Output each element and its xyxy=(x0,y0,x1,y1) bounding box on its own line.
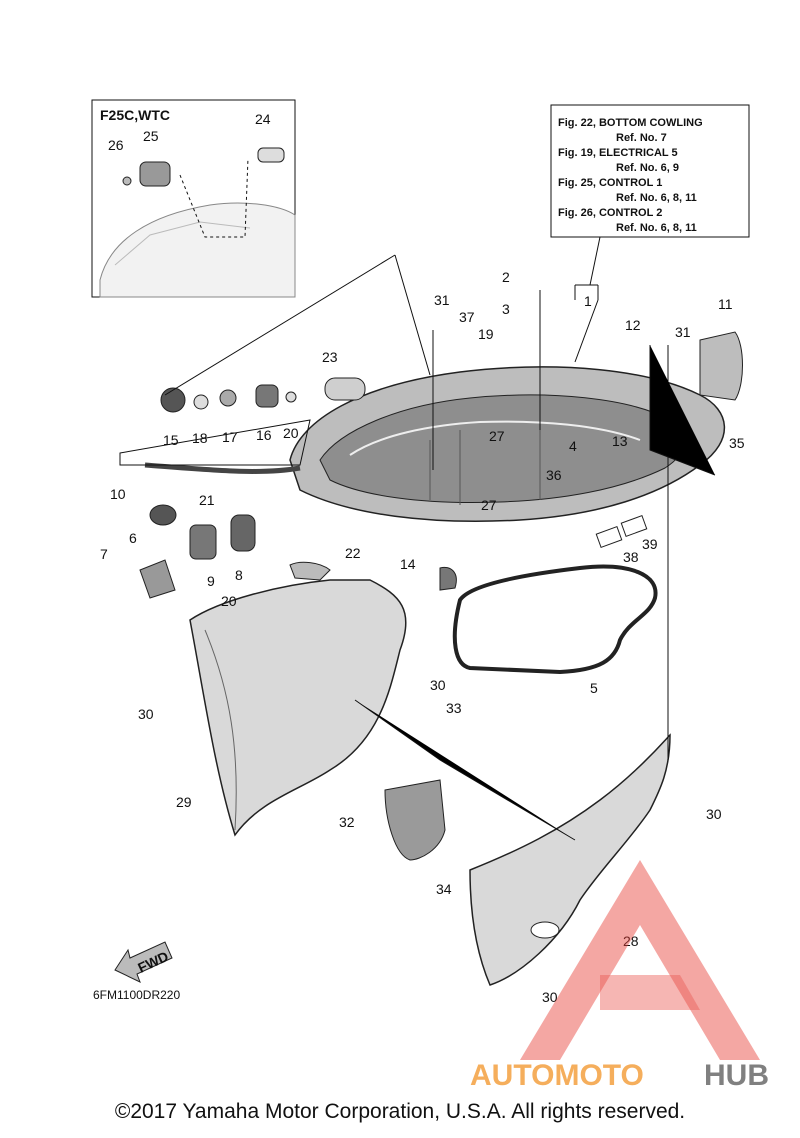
callout-2: 2 xyxy=(502,269,510,285)
grommet-part-24 xyxy=(257,147,285,163)
watermark-part-2: HUB xyxy=(704,1059,769,1092)
automotohub-logo: AUTOMOTO HUB xyxy=(470,860,769,1092)
callout-12: 12 xyxy=(625,317,641,333)
callout-20a: 20 xyxy=(283,425,299,441)
screw-part-26 xyxy=(122,176,132,186)
inset-title: F25C,WTC xyxy=(100,107,170,123)
copyright-notice: ©2017 Yamaha Motor Corporation, U.S.A. A… xyxy=(114,1100,686,1123)
ref-line-3: Fig. 19, ELECTRICAL 5 xyxy=(558,147,678,159)
callout-23: 23 xyxy=(322,349,338,365)
callout-24: 24 xyxy=(255,111,271,127)
callout-14: 14 xyxy=(400,556,416,572)
callout-30a: 30 xyxy=(430,677,446,693)
callout-8: 8 xyxy=(235,567,243,583)
callout-6: 6 xyxy=(129,530,137,546)
callout-25: 25 xyxy=(143,128,159,144)
callout-labels: 1 2 3 4 5 6 7 8 9 10 11 12 13 14 15 16 1… xyxy=(100,269,745,1005)
callout-21: 21 xyxy=(199,492,215,508)
callout-38: 38 xyxy=(623,549,639,565)
callout-32: 32 xyxy=(339,814,355,830)
callout-31a: 31 xyxy=(434,292,450,308)
callout-27b: 27 xyxy=(481,497,497,513)
callout-1: 1 xyxy=(584,293,592,309)
callout-13: 13 xyxy=(612,433,628,449)
ref-line-8: Ref. No. 6, 8, 11 xyxy=(616,222,697,234)
gasket-parts xyxy=(595,515,648,548)
callout-30d: 30 xyxy=(542,989,558,1005)
cowling-assembly xyxy=(119,254,743,986)
ref-line-5: Fig. 25, CONTROL 1 xyxy=(558,177,662,189)
callout-37: 37 xyxy=(459,309,475,325)
callout-15: 15 xyxy=(163,432,179,448)
ref-line-7: Fig. 26, CONTROL 2 xyxy=(558,207,662,219)
inset-panel: F25C,WTC 26 25 24 xyxy=(91,99,296,298)
callout-26: 26 xyxy=(108,137,124,153)
drawing-code: 6FM1100DR220 xyxy=(93,988,180,1002)
ref-line-4: Ref. No. 6, 9 xyxy=(616,162,679,174)
callout-36: 36 xyxy=(546,467,562,483)
callout-30b: 30 xyxy=(138,706,154,722)
watermark-part-1: AUTOMOTO xyxy=(470,1059,644,1092)
ref-line-2: Ref. No. 7 xyxy=(616,132,667,144)
fwd-label: FWD xyxy=(135,948,171,976)
fwd-arrow-icon: FWD xyxy=(114,941,173,983)
ref-line-1: Fig. 22, BOTTOM COWLING xyxy=(558,117,703,129)
callout-22: 22 xyxy=(345,545,361,561)
callout-35: 35 xyxy=(729,435,745,451)
callout-10: 10 xyxy=(110,486,126,502)
callout-16: 16 xyxy=(256,427,272,443)
callout-39: 39 xyxy=(642,536,658,552)
ref-line-6: Ref. No. 6, 8, 11 xyxy=(616,192,697,204)
reference-box: Fig. 22, BOTTOM COWLING Ref. No. 7 Fig. … xyxy=(550,104,750,286)
seal-part-25 xyxy=(139,161,171,187)
callout-4: 4 xyxy=(569,438,577,454)
callout-11: 11 xyxy=(718,296,733,312)
callout-34: 34 xyxy=(436,881,452,897)
callout-5: 5 xyxy=(590,680,598,696)
callout-3: 3 xyxy=(502,301,510,317)
callout-30c: 30 xyxy=(706,806,722,822)
callout-31b: 31 xyxy=(675,324,691,340)
callout-28: 28 xyxy=(623,933,639,949)
callout-7: 7 xyxy=(100,546,108,562)
callout-33: 33 xyxy=(446,700,462,716)
callout-27a: 27 xyxy=(489,428,505,444)
callout-29: 29 xyxy=(176,794,192,810)
callout-20b: 20 xyxy=(221,593,237,609)
callout-19: 19 xyxy=(478,326,494,342)
callout-9: 9 xyxy=(207,573,215,589)
callout-17: 17 xyxy=(222,429,238,445)
callout-18: 18 xyxy=(192,430,208,446)
